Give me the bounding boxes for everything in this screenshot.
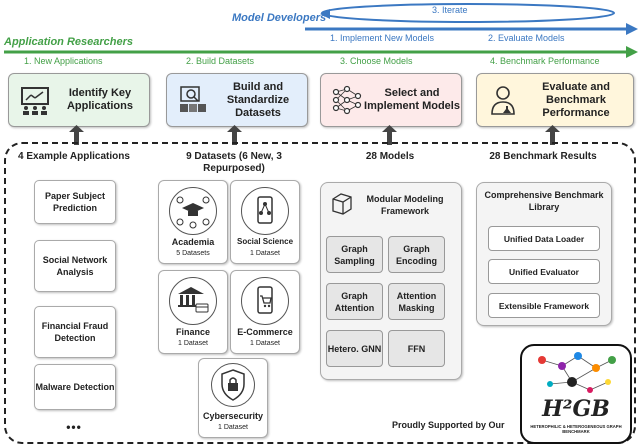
- dataset-name: Academia: [171, 237, 215, 247]
- phase-label: Build and Standardize Datasets: [226, 80, 290, 119]
- choose-models-step: 3. Choose Models: [340, 56, 413, 66]
- dataset-name: Social Science: [236, 237, 294, 246]
- shopping-phone-icon: [241, 277, 289, 325]
- phase-label: Select and Implement Models: [364, 87, 460, 112]
- build-datasets-step: 2. Build Datasets: [186, 56, 255, 66]
- graduation-cap-icon: [169, 187, 217, 235]
- implement-step: 1. Implement New Models: [330, 33, 435, 43]
- iterate-label: 3. Iterate: [432, 5, 468, 15]
- benchmark-library-title: Comprehensive Benchmark Library: [484, 190, 604, 212]
- application-item: Malware Detection: [34, 364, 116, 410]
- dataset-name: Finance: [175, 327, 210, 337]
- dataset-finance: Finance 1 Dataset: [158, 270, 228, 354]
- logo-mark: H²GB: [542, 396, 610, 422]
- iterate-arrowhead: [320, 9, 330, 19]
- benchmark-header: 28 Benchmark Results: [489, 151, 597, 162]
- models-header: 28 Models: [365, 151, 415, 162]
- details-container: [4, 142, 636, 444]
- dataset-count: 1 Dataset: [218, 424, 248, 431]
- presentation-icon: [21, 87, 49, 115]
- h2gb-logo: H²GB HETEROPHILIC & HETEROGENEOUS GRAPH …: [520, 344, 632, 444]
- cube-icon: [332, 193, 352, 215]
- benchmark-performance-step: 4. Benchmark Performance: [490, 56, 600, 66]
- dataset-count: 1 Dataset: [178, 340, 208, 347]
- unified-data-loader: Unified Data Loader: [488, 226, 600, 251]
- dataset-academia: Academia 5 Datasets: [158, 180, 228, 264]
- phase-evaluate-benchmark: Evaluate and Benchmark Performance: [476, 73, 634, 127]
- graph-network-logo-icon: [538, 352, 616, 393]
- application-item: Social Network Analysis: [34, 240, 116, 292]
- dataset-cybersecurity: Cybersecurity 1 Dataset: [198, 358, 268, 438]
- logo-subtitle: HETEROPHILIC & HETEROGENEOUS GRAPH BENCH…: [530, 424, 622, 434]
- dataset-social-science: Social Science 1 Dataset: [230, 180, 300, 264]
- more-applications-ellipsis: •••: [66, 420, 82, 434]
- phone-network-icon: [241, 187, 289, 235]
- module-ffn: FFN: [388, 330, 445, 367]
- dataset-name: E-Commerce: [237, 327, 293, 337]
- dataset-name: Cybersecurity: [202, 411, 264, 421]
- new-applications-step: 1. New Applications: [24, 56, 103, 66]
- module-hetero-gnn: Hetero. GNN: [326, 330, 383, 367]
- up-arrows: [69, 125, 560, 145]
- phase-build-datasets: Build and Standardize Datasets: [166, 73, 308, 127]
- model-developers-label: Model Developers: [232, 12, 327, 24]
- extensible-framework: Extensible Framework: [488, 293, 600, 318]
- dataset-count: 1 Dataset: [250, 250, 280, 257]
- supported-by-text: Proudly Supported by Our: [392, 420, 505, 430]
- evaluate-step: 2. Evaluate Models: [488, 33, 565, 43]
- application-researchers-label: Application Researchers: [4, 36, 133, 48]
- unified-evaluator: Unified Evaluator: [488, 259, 600, 284]
- lock-shield-icon: [211, 363, 255, 407]
- application-item: Paper Subject Prediction: [34, 180, 116, 224]
- phase-identify-applications: Identify Key Applications: [8, 73, 150, 127]
- module-graph-sampling: Graph Sampling: [326, 236, 383, 273]
- phase-label: Identify Key Applications: [66, 87, 133, 112]
- dataset-count: 1 Dataset: [250, 340, 280, 347]
- phase-select-models: Select and Implement Models: [320, 73, 462, 127]
- module-attention-masking: Attention Masking: [388, 283, 445, 320]
- applications-header: 4 Example Applications: [18, 151, 130, 162]
- bank-icon: [169, 277, 217, 325]
- module-graph-encoding: Graph Encoding: [388, 236, 445, 273]
- database-search-icon: [180, 86, 206, 112]
- flow-arrows: [4, 3, 638, 58]
- neural-network-icon: [332, 85, 362, 115]
- scientist-icon: [491, 86, 515, 115]
- application-item: Financial Fraud Detection: [34, 306, 116, 358]
- dataset-ecommerce: E-Commerce 1 Dataset: [230, 270, 300, 354]
- dataset-count: 5 Datasets: [176, 250, 210, 257]
- framework-title: Modular Modeling Framework: [366, 194, 444, 216]
- module-graph-attention: Graph Attention: [326, 283, 383, 320]
- datasets-header: 9 Datasets (6 New, 3 Repurposed): [186, 151, 282, 174]
- iterate-loop: [321, 3, 615, 23]
- phase-label: Evaluate and Benchmark Performance: [542, 80, 610, 119]
